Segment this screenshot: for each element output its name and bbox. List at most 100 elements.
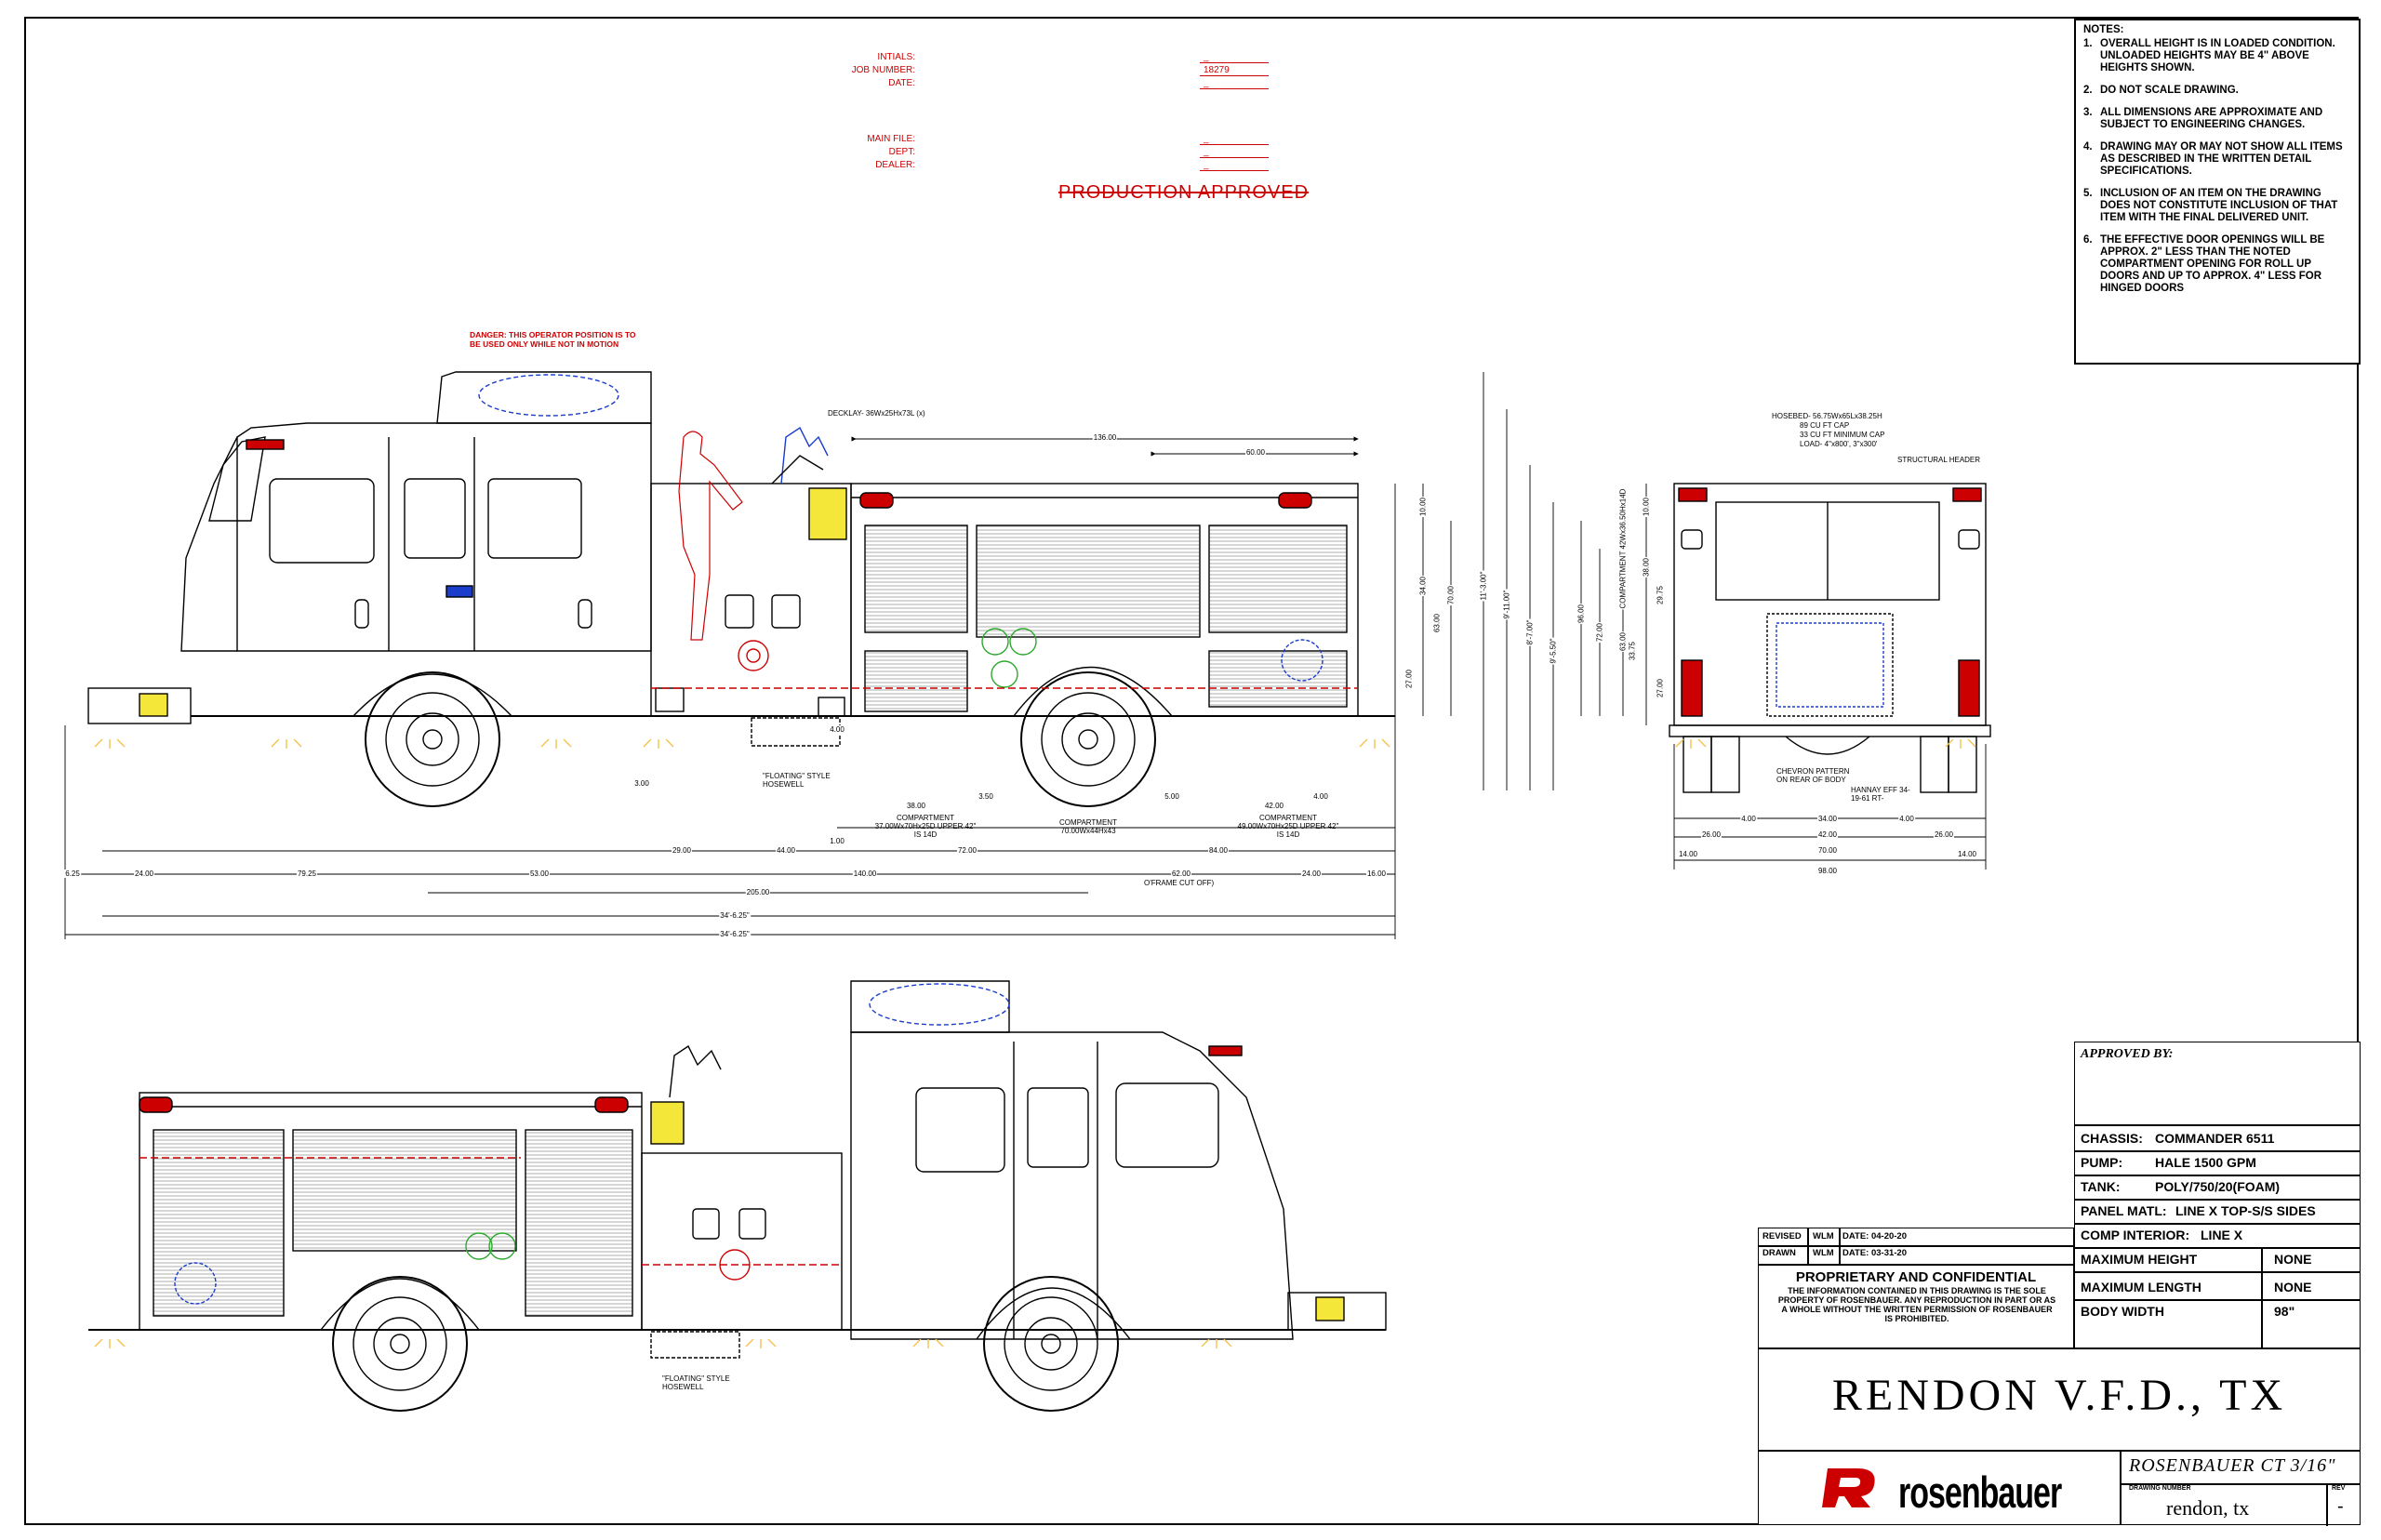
frame-cut-off-label: O'FRAME CUT OFF) — [1144, 879, 1215, 887]
revised-date: DATE: 04-20-20 — [1842, 1231, 1907, 1241]
side-view-right — [88, 980, 1387, 1412]
note-item: 4.DRAWING MAY OR MAY NOT SHOW ALL ITEMS … — [2083, 141, 2351, 178]
dim-overall-height: 9'-11.00" — [1502, 589, 1511, 620]
job-number-value: 18279 — [1200, 65, 1269, 76]
dim-comp: 5.00 — [1164, 792, 1180, 801]
dim-wheelbase: 205.00 — [745, 888, 771, 896]
compartment-2-label: COMPARTMENT 70.00Wx44Hx43 — [1059, 818, 1117, 835]
note-text: ALL DIMENSIONS ARE APPROXIMATE AND SUBJE… — [2100, 107, 2323, 130]
dim-136: 136.00 — [1092, 433, 1118, 442]
max-length-value: NONE — [2274, 1280, 2312, 1294]
production-approved-stamp: PRODUCTION APPROVED — [1058, 182, 1310, 203]
dept-value: _ — [1200, 147, 1269, 158]
dim-overall-height: 8'-7.00" — [1525, 618, 1535, 646]
drawing-number-label: DRAWING NUMBER — [2129, 1485, 2191, 1492]
deckgun-label: DECKLAY- 36Wx25Hx73L (x) — [828, 409, 925, 418]
dim-rear-width: 42.00 — [1816, 830, 1839, 839]
spec-table: CHASSIS: COMMANDER 6511 PUMP: HALE 1500 … — [2074, 1125, 2361, 1349]
main-file-label: MAIN FILE: — [867, 134, 915, 144]
max-height-value: NONE — [2274, 1252, 2312, 1267]
chassis-value: COMMANDER 6511 — [2155, 1131, 2275, 1146]
chevron-label: CHEVRON PATTERN ON REAR OF BODY — [1776, 767, 1850, 784]
dim-rear-height: 10.00 — [1642, 496, 1651, 518]
model-box: ROSENBAUER CT 3/16" DRAWING NUMBER rendo… — [2121, 1451, 2361, 1526]
max-height-label: MAXIMUM HEIGHT — [2081, 1252, 2198, 1267]
hosebed-label: HOSEBED- 56.75Wx65Lx38.25H — [1772, 412, 1882, 420]
dim-small: 3.00 — [633, 779, 650, 788]
side-view-left — [87, 371, 1395, 807]
rev-value: - — [2337, 1496, 2344, 1517]
dim-rear-width: 98.00 — [1816, 867, 1839, 875]
note-item: 3. ALL DIMENSIONS ARE APPROXIMATE AND SUB… — [2083, 107, 2351, 131]
dim-rear-width: 14.00 — [1677, 850, 1699, 858]
note-text: OVERALL HEIGHT IS IN LOADED CONDITION. U… — [2100, 38, 2335, 73]
compartment-1-label: COMPARTMENT 37.00Wx70Hx25D UPPER 42" IS … — [874, 814, 977, 839]
drawn-by: WLM — [1813, 1248, 1834, 1258]
dim-row2: 44.00 — [775, 846, 797, 855]
note-number: 5. — [2083, 188, 2093, 199]
hosebed-load: LOAD- 4"x800', 3"x300' — [1800, 440, 1878, 448]
note-item: 1. OVERALL HEIGHT IS IN LOADED CONDITION.… — [2083, 38, 2351, 74]
date-value: _ — [1200, 78, 1269, 89]
compartment-3-label: COMPARTMENT 49.00Wx70Hx25D UPPER 42" IS … — [1237, 814, 1339, 839]
dept-label: DEPT: — [888, 147, 915, 157]
hosebed-cap-1: 89 CU FT CAP — [1800, 421, 1850, 430]
max-length-label: MAXIMUM LENGTH — [2081, 1280, 2201, 1294]
notes-box: NOTES: 1.OVERALL HEIGHT IS IN LOADED CON… — [2074, 19, 2361, 365]
note-number: 2. — [2083, 85, 2093, 96]
dim-row2: 84.00 — [1207, 846, 1230, 855]
pump-value: HALE 1500 GPM — [2155, 1155, 2256, 1170]
drawn-date: DATE: 03-31-20 — [1842, 1248, 1907, 1258]
customer-name: RENDON V.F.D., TX — [1831, 1371, 2287, 1420]
panel-value: LINE X TOP-S/S SIDES — [2175, 1203, 2316, 1218]
dim-overall-1: 34'-6.25" — [719, 911, 751, 920]
revised-by: WLM — [1813, 1231, 1834, 1241]
note-item: 5.INCLUSION OF AN ITEM ON THE DRAWING DO… — [2083, 188, 2351, 224]
hannay-label: HANNAY EFF 34-19-61 RT- — [1851, 786, 1910, 803]
revised-label: REVISED — [1762, 1231, 1802, 1241]
comp-interior-value: LINE X — [2201, 1228, 2243, 1242]
dim-overall-height: 63.00 — [1618, 631, 1628, 653]
dim-row1: 24.00 — [1300, 870, 1323, 878]
note-number: 6. — [2083, 234, 2093, 246]
dim-comp: 38.00 — [905, 802, 927, 810]
hosebed-cap-2: 33 CU FT MINIMUM CAP — [1800, 431, 1885, 439]
initials-value: _ — [1200, 52, 1269, 63]
dim-rear-width: 26.00 — [1933, 830, 1955, 839]
compartment-rear-label: COMPARTMENT 42Wx36.50Hx14D — [1618, 487, 1628, 610]
dim-rear-height: 33.75 — [1628, 640, 1637, 662]
note-text: DO NOT SCALE DRAWING. — [2100, 85, 2239, 96]
tank-label: TANK: — [2081, 1179, 2121, 1194]
drawing-number: rendon, tx — [2166, 1496, 2250, 1520]
approved-by-label: APPROVED BY: — [2081, 1047, 2174, 1061]
note-item: 2. DO NOT SCALE DRAWING. — [2083, 85, 2351, 97]
customer-box: RENDON V.F.D., TX — [1758, 1348, 2361, 1451]
dim-comp: 42.00 — [1263, 802, 1285, 810]
dim-overall-height: 72.00 — [1595, 621, 1604, 644]
note-item: 6.THE EFFECTIVE DOOR OPENINGS WILL BE AP… — [2083, 234, 2351, 295]
main-file-value: _ — [1200, 134, 1269, 145]
dim-height: 27.00 — [1404, 668, 1414, 690]
date-label: DATE: — [888, 78, 915, 88]
body-width-label: BODY WIDTH — [2081, 1304, 2164, 1319]
note-number: 3. — [2083, 107, 2093, 118]
hosewell-label-bottom: "FLOATING" STYLE HOSEWELL — [662, 1374, 730, 1391]
note-number: 1. — [2083, 38, 2093, 49]
dim-row1: 62.00 — [1170, 870, 1192, 878]
dim-rear-width: 14.00 — [1956, 850, 1978, 858]
dim-height: 70.00 — [1446, 584, 1456, 606]
dim-row1: 140.00 — [852, 870, 878, 878]
dim-small: 1.00 — [829, 837, 845, 845]
dim-comp: 4.00 — [1312, 792, 1329, 801]
chassis-label: CHASSIS: — [2081, 1131, 2143, 1146]
title-block: APPROVED BY: CHASSIS: COMMANDER 6511 PUM… — [1758, 1042, 2361, 1526]
job-number-label: JOB NUMBER: — [851, 65, 915, 75]
proprietary-box: PROPRIETARY AND CONFIDENTIAL THE INFORMA… — [1758, 1265, 2074, 1348]
drawn-label: DRAWN — [1762, 1248, 1796, 1258]
dim-row2: 29.00 — [671, 846, 693, 855]
body-width-value: 98" — [2274, 1304, 2295, 1319]
dim-rear-width: 4.00 — [1740, 815, 1757, 823]
hosewell-label: "FLOATING" STYLE HOSEWELL — [763, 772, 831, 789]
rear-view — [1669, 483, 1991, 793]
dealer-label: DEALER: — [875, 160, 915, 170]
